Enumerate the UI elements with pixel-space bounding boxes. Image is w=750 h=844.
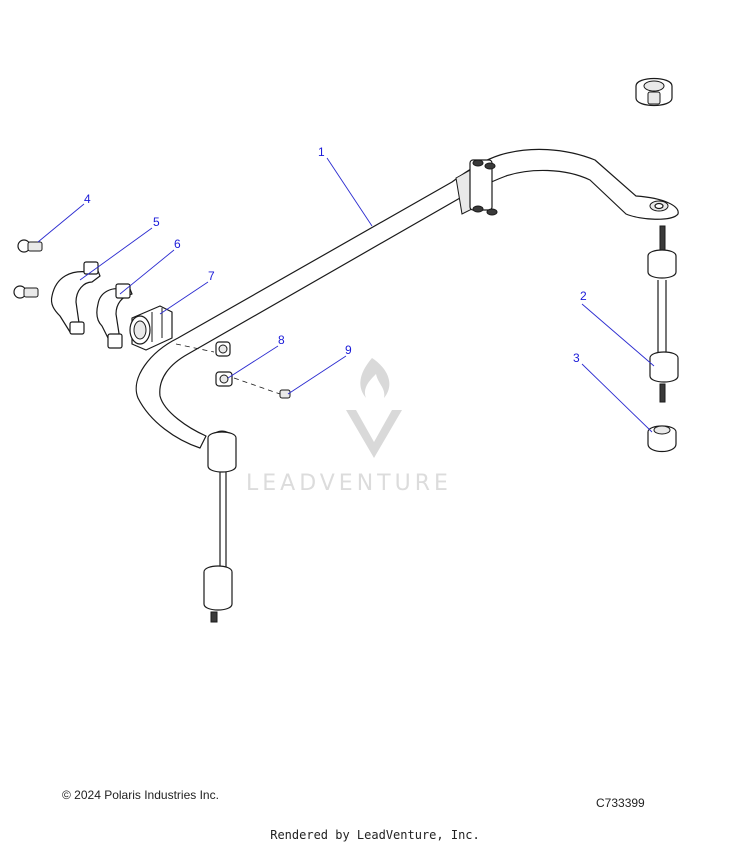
copyright-text: © 2024 Polaris Industries Inc. (62, 788, 219, 802)
clamp-half-6 (96, 283, 133, 349)
nut-upper (215, 341, 231, 357)
bushing-top-right (635, 77, 673, 107)
drawing-code: C733399 (596, 796, 645, 810)
bar-bushing (129, 305, 173, 351)
watermark-text: LEADVENTURE (246, 471, 452, 496)
leader-lines (37, 157, 655, 433)
end-link-left (203, 430, 237, 623)
callout-1: 1 (318, 145, 325, 159)
callout-3: 3 (573, 351, 580, 365)
stabilizer-bar (135, 148, 679, 449)
stud-9 (279, 389, 291, 399)
link-bushing-3 (647, 425, 677, 453)
callout-9: 9 (345, 343, 352, 357)
callout-6: 6 (174, 237, 181, 251)
bolt-lower (13, 285, 39, 299)
clamp-half-5 (50, 261, 101, 335)
callout-7: 7 (208, 269, 215, 283)
bolt-upper (17, 239, 43, 253)
callout-5: 5 (153, 215, 160, 229)
callout-8: 8 (278, 333, 285, 347)
nut-lower (215, 371, 233, 387)
rendered-by-text: Rendered by LeadVenture, Inc. (270, 828, 480, 842)
leadventure-watermark: LEADVENTURE (246, 358, 452, 496)
bar-clamp-right (455, 159, 498, 216)
callout-4: 4 (84, 192, 91, 206)
callout-2: 2 (580, 289, 587, 303)
end-link-right (647, 225, 679, 403)
